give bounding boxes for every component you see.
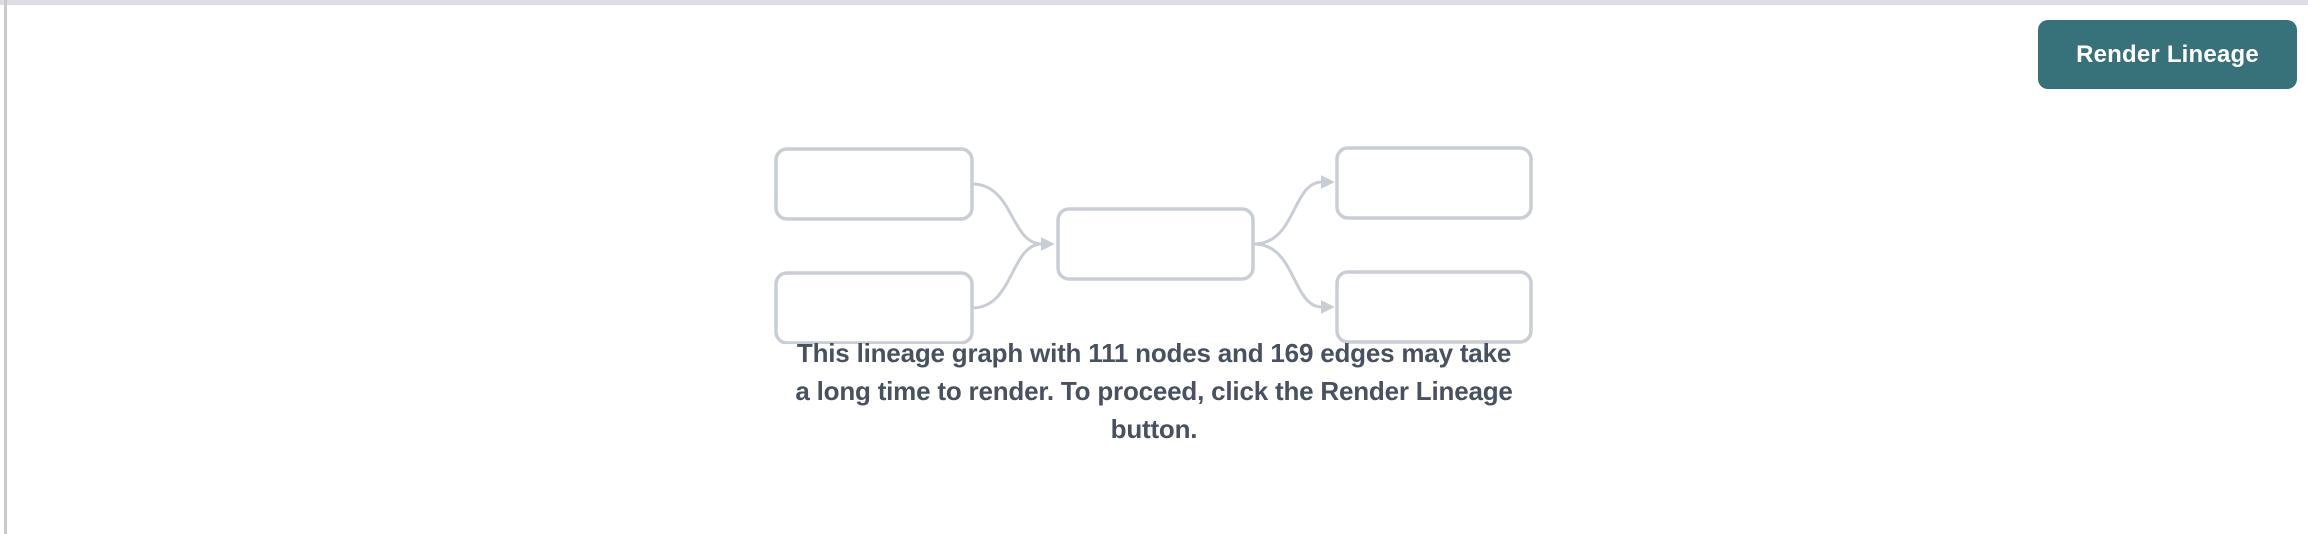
- placeholder-node: [1335, 146, 1533, 220]
- render-warning-line: button.: [1110, 414, 1198, 444]
- placeholder-node: [1335, 270, 1533, 344]
- panel-left-border: [4, 0, 7, 534]
- render-warning-line: a long time to render. To proceed, click…: [795, 376, 1513, 406]
- placeholder-edge: [971, 182, 1055, 251]
- placeholder-node: [774, 271, 974, 344]
- placeholder-node: [774, 147, 974, 221]
- panel-top-border: [0, 0, 2308, 5]
- render-warning-line: This lineage graph with 111 nodes and 16…: [796, 338, 1512, 368]
- placeholder-edge: [971, 242, 1043, 310]
- render-warning-message: This lineage graph with 111 nodes and 16…: [724, 334, 1584, 448]
- placeholder-node: [1056, 207, 1255, 281]
- render-lineage-button[interactable]: Render Lineage: [2038, 20, 2297, 89]
- lineage-placeholder-graphic: [774, 146, 1533, 344]
- placeholder-edge: [1253, 242, 1335, 314]
- placeholder-edge: [1253, 175, 1335, 246]
